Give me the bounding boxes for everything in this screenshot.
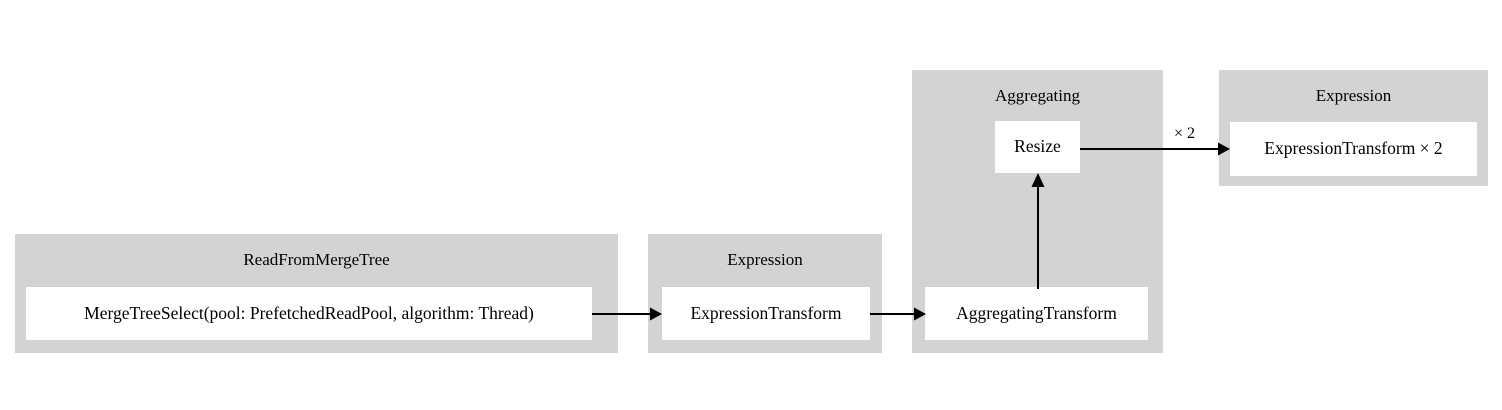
edge-resize-to-expression-transform-x2 <box>1080 139 1232 159</box>
node-aggregating-transform[interactable]: AggregatingTransform <box>925 287 1148 340</box>
node-expression-transform[interactable]: ExpressionTransform <box>662 287 870 340</box>
node-resize[interactable]: Resize <box>995 121 1080 173</box>
cluster-label-expression-right: Expression <box>1315 86 1392 105</box>
cluster-label-read-from-merge-tree: ReadFromMergeTree <box>243 250 390 269</box>
cluster-label-aggregating: Aggregating <box>995 86 1080 105</box>
edge-label-resize-to-expression-transform-x2: × 2 <box>1174 125 1196 142</box>
node-expression-transform-x2[interactable]: ExpressionTransform × 2 <box>1230 122 1477 176</box>
edge-merge-tree-select-to-expression-transform <box>592 304 664 324</box>
node-merge-tree-select[interactable]: MergeTreeSelect(pool: PrefetchedReadPool… <box>26 287 592 340</box>
edge-aggregating-transform-to-resize <box>1028 171 1048 289</box>
cluster-label-expression-left: Expression <box>727 250 803 269</box>
edge-expression-transform-to-aggregating-transform <box>870 304 928 324</box>
